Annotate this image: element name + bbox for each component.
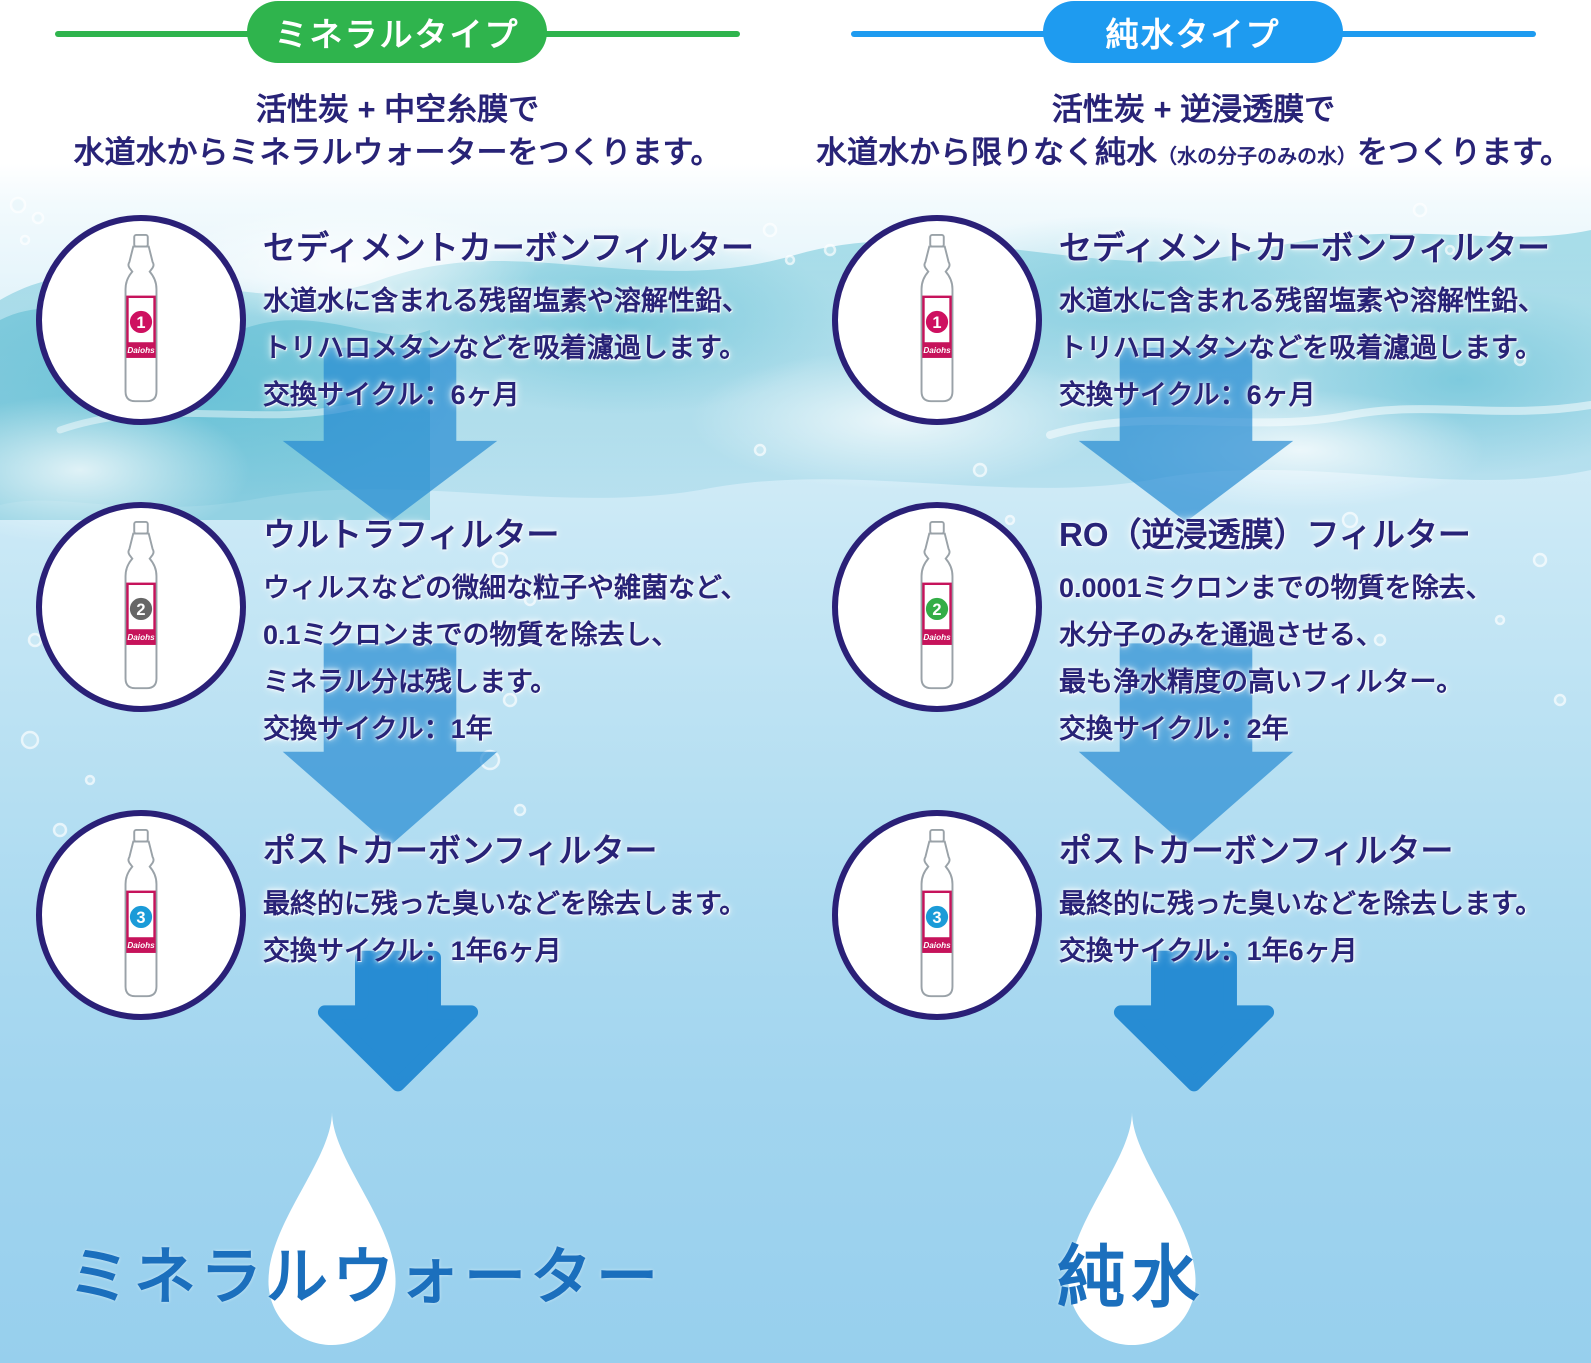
step-description-line: トリハロメタンなどを吸着濾過します。 <box>1059 333 1543 363</box>
column-pure-water: 純水タイプ 活性炭 + 逆浸透膜で 水道水から限りなく純水（水の分子のみの水）を… <box>796 0 1591 1363</box>
step-number-badge <box>925 597 949 621</box>
step-title: ポストカーボンフィルター <box>263 832 658 869</box>
replacement-cycle: 交換サイクル：1年6ヶ月 <box>263 936 562 966</box>
bottle-cap <box>929 233 945 248</box>
step-description-line: 水道水に含まれる残留塩素や溶解性鉛、 <box>263 286 749 316</box>
brand-logo: Daiohs <box>127 346 155 355</box>
replacement-cycle: 交換サイクル：6ヶ月 <box>1059 380 1316 410</box>
step-number: 1 <box>932 314 941 332</box>
down-arrow-icon <box>1111 950 1277 1095</box>
step-number: 1 <box>136 314 145 332</box>
step-description-line: トリハロメタンなどを吸着濾過します。 <box>263 333 747 363</box>
down-arrow-icon <box>1069 632 1303 860</box>
down-arrow-icon <box>273 632 507 860</box>
step-description-line: 水道水に含まれる残留塩素や溶解性鉛、 <box>1059 286 1545 316</box>
replacement-cycle: 交換サイクル：1年6ヶ月 <box>1059 936 1358 966</box>
step-title: セディメントカーボンフィルター <box>263 229 755 266</box>
mineral-subtitle: 活性炭 + 中空糸膜で 水道水からミネラルウォーターをつくります。 <box>73 92 722 170</box>
pure-step-1: 1 Daiohs セディメントカーボンフィルター 水道水に含まれる残留塩素や溶解… <box>796 205 1591 495</box>
pure-subtitle: 活性炭 + 逆浸透膜で 水道水から限りなく純水（水の分子のみの水）をつくります。 <box>816 92 1571 170</box>
brand-logo: Daiohs <box>923 633 951 642</box>
bottle-cap <box>133 828 149 843</box>
brand-band <box>923 937 951 952</box>
column-mineral: ミネラルタイプ 活性炭 + 中空糸膜で 水道水からミネラルウォーターをつくります… <box>0 0 795 1363</box>
filter-bottle-icon: 2 Daiohs <box>36 502 246 712</box>
filter-bottle-icon: 1 Daiohs <box>832 215 1042 425</box>
bottle-cap <box>929 520 945 535</box>
bottle-cap <box>929 828 945 843</box>
step-number: 2 <box>136 601 145 619</box>
step-description-line: ウィルスなどの微細な粒子や雑菌など、 <box>263 573 748 603</box>
pure-step-2: 2 Daiohs RO（逆浸透膜）フィルター 0.0001ミクロンまでの物質を除… <box>796 492 1591 782</box>
step-description-line: ミネラル分は残します。 <box>263 667 558 697</box>
water-drop-icon <box>268 1112 396 1345</box>
arrow-shape <box>317 950 479 1092</box>
step-description-line: 最終的に残った臭いなどを除去します。 <box>263 889 747 919</box>
water-drop-icon <box>1068 1112 1196 1345</box>
arrow-shape <box>282 643 498 846</box>
step-title: RO（逆浸透膜）フィルター <box>1059 516 1471 553</box>
step-number: 3 <box>136 909 145 927</box>
replacement-cycle: 交換サイクル：2年 <box>1059 714 1289 744</box>
step-title: セディメントカーボンフィルター <box>1059 229 1551 266</box>
filter-bottle-icon: 2 Daiohs <box>832 502 1042 712</box>
step-number-badge <box>129 597 153 621</box>
bottle-cap <box>133 233 149 248</box>
brand-band <box>127 937 155 952</box>
arrow-shape <box>1113 950 1275 1092</box>
arrow-shape <box>1078 643 1294 846</box>
replacement-cycle: 交換サイクル：1年 <box>263 714 493 744</box>
mineral-step-2: 2 Daiohs ウルトラフィルター ウィルスなどの微細な粒子や雑菌など、 0.… <box>0 492 795 782</box>
step-title: ウルトラフィルター <box>263 516 560 553</box>
mineral-step-3: 3 Daiohs ポストカーボンフィルター 最終的に残った臭いなどを除去します。… <box>0 800 795 1040</box>
step-number: 3 <box>932 909 941 927</box>
filter-bottle-icon: 3 Daiohs <box>832 810 1042 1020</box>
step-description-line: 0.1ミクロンまでの物質を除去し、 <box>263 620 679 650</box>
pure-result-label: 純水 <box>1056 1240 1205 1316</box>
step-number: 2 <box>932 601 941 619</box>
step-description-line: 水分子のみを通過させる、 <box>1059 620 1383 650</box>
step-number-badge <box>129 905 153 929</box>
pure-step-3: 3 Daiohs ポストカーボンフィルター 最終的に残った臭いなどを除去します。… <box>796 800 1591 1040</box>
mineral-step-1: 1 Daiohs セディメントカーボンフィルター 水道水に含まれる残留塩素や溶解… <box>0 205 795 495</box>
pure-type-label: 純水タイプ <box>1105 16 1281 53</box>
filter-bottle-icon: 3 Daiohs <box>36 810 246 1020</box>
brand-band <box>127 629 155 644</box>
brand-logo: Daiohs <box>923 346 951 355</box>
mineral-type-label: ミネラルタイプ <box>274 16 520 53</box>
filter-bottle-icon: 1 Daiohs <box>36 215 246 425</box>
replacement-cycle: 交換サイクル：6ヶ月 <box>263 380 520 410</box>
mineral-type-badge: ミネラルタイプ <box>247 1 547 63</box>
brand-logo: Daiohs <box>923 941 951 950</box>
brand-logo: Daiohs <box>127 633 155 642</box>
step-description-line: 0.0001ミクロンまでの物質を除去、 <box>1059 573 1493 603</box>
pure-type-badge: 純水タイプ <box>1043 1 1343 63</box>
brand-logo: Daiohs <box>127 941 155 950</box>
bottle-cap <box>133 520 149 535</box>
mineral-result-label: ミネラルウォーター <box>67 1243 662 1312</box>
step-number-badge <box>925 905 949 929</box>
step-description-line: 最終的に残った臭いなどを除去します。 <box>1059 889 1543 919</box>
step-description-line: 最も浄水精度の高いフィルター。 <box>1059 667 1464 697</box>
step-title: ポストカーボンフィルター <box>1059 832 1454 869</box>
brand-band <box>923 629 951 644</box>
down-arrow-icon <box>315 950 481 1095</box>
